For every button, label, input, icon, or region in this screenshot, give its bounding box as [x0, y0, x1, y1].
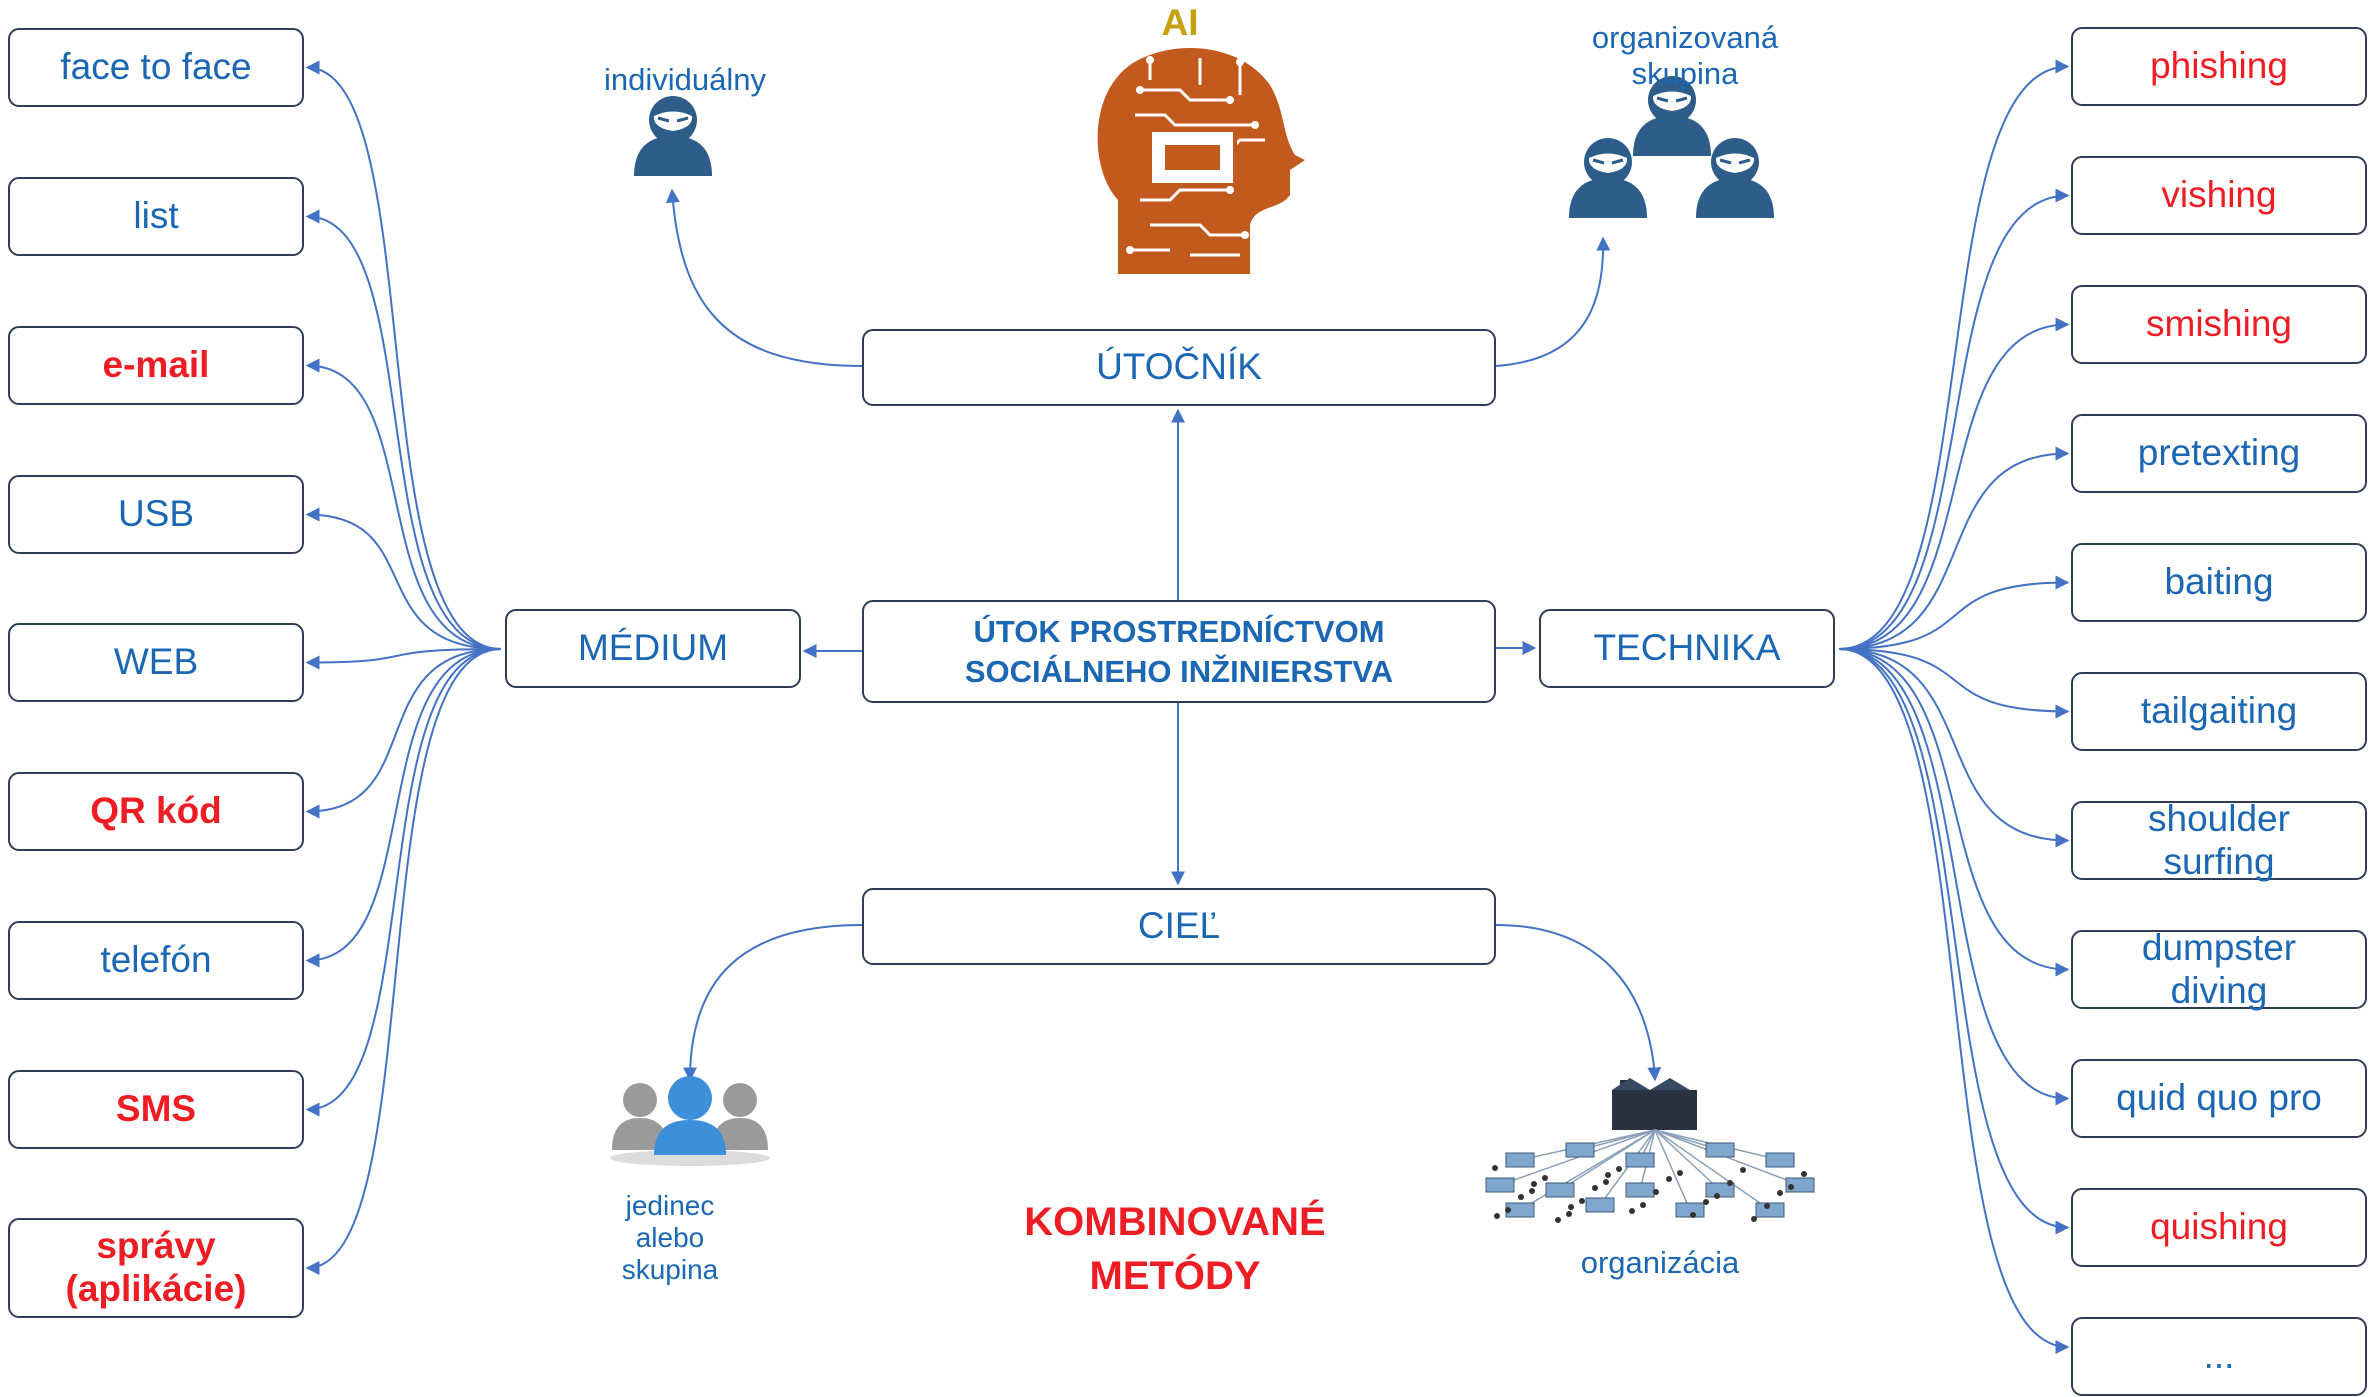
technique-item-11[interactable]: ... — [2071, 1317, 2367, 1396]
attacker-box[interactable]: ÚTOČNÍK — [862, 329, 1496, 406]
technique-item-5[interactable]: baiting — [2071, 543, 2367, 622]
technique-connector-3 — [1838, 317, 2070, 650]
target-person-label: jedinec alebo skupina — [621, 1190, 719, 1285]
medium-item-5[interactable]: WEB — [8, 623, 304, 702]
medium-connector-8 — [305, 648, 502, 1117]
target-box[interactable]: CIEĽ — [862, 888, 1496, 965]
center-box-label: ÚTOK PROSTREDNÍCTVOM SOCIÁLNEHO INŽINIER… — [964, 614, 1394, 689]
medium-item-9[interactable]: správy (aplikácie) — [8, 1218, 304, 1318]
medium-box-label: MÉDIUM — [577, 627, 729, 669]
technique-item-7-label: shoulder surfing — [2148, 797, 2290, 882]
medium-connector-4 — [305, 507, 502, 650]
medium-connector-6 — [305, 648, 502, 819]
medium-item-2[interactable]: list — [8, 177, 304, 256]
technique-connector-6 — [1838, 648, 2070, 719]
medium-connector-1 — [305, 60, 502, 650]
target-to-person-arrow — [683, 924, 863, 1082]
organization-network-icon — [1485, 1078, 1815, 1223]
technique-connector-9 — [1838, 648, 2070, 1106]
medium-item-6-label: QR kód — [90, 790, 222, 832]
medium-connector-9 — [305, 648, 502, 1275]
technique-connector-1 — [1838, 59, 2070, 650]
medium-item-7[interactable]: telefón — [8, 921, 304, 1000]
technique-item-5-label: baiting — [2164, 561, 2274, 603]
medium-item-3[interactable]: e-mail — [8, 326, 304, 405]
technique-item-10-label: quishing — [2150, 1206, 2288, 1248]
technique-item-1[interactable]: phishing — [2071, 27, 2367, 106]
technique-item-2[interactable]: vishing — [2071, 156, 2367, 235]
medium-item-5-label: WEB — [113, 641, 199, 683]
medium-item-1[interactable]: face to face — [8, 28, 304, 107]
technique-item-8-label: dumpster diving — [2141, 926, 2297, 1011]
people-group-icon — [610, 1076, 770, 1166]
technique-connector-2 — [1838, 188, 2070, 650]
combined-methods-label: KOMBINOVANÉ METÓDY — [1024, 1200, 1326, 1298]
technique-item-4[interactable]: pretexting — [2071, 414, 2367, 493]
ai-circuit-head-icon — [1097, 47, 1305, 275]
technique-item-9[interactable]: quid quo pro — [2071, 1059, 2367, 1138]
medium-item-4-label: USB — [117, 493, 195, 535]
medium-item-1-label: face to face — [60, 46, 252, 88]
medium-connector-2 — [305, 209, 502, 650]
medium-connector-7 — [305, 648, 502, 968]
attacker-individual-label: individuálny — [604, 62, 766, 97]
technique-connector-4 — [1838, 446, 2070, 650]
medium-item-4[interactable]: USB — [8, 475, 304, 554]
technique-box-label: TECHNIKA — [1593, 627, 1781, 669]
technique-item-1-label: phishing — [2150, 45, 2288, 87]
medium-connector-3 — [305, 358, 502, 650]
medium-box[interactable]: MÉDIUM — [505, 609, 801, 688]
attacker-to-individual-arrow — [665, 188, 863, 367]
technique-item-4-label: pretexting — [2137, 432, 2301, 474]
technique-item-10[interactable]: quishing — [2071, 1188, 2367, 1267]
medium-item-3-label: e-mail — [102, 344, 210, 386]
ai-label: AI — [1161, 2, 1199, 43]
technique-item-7[interactable]: shoulder surfing — [2071, 797, 2367, 882]
attacker-box-label: ÚTOČNÍK — [1096, 346, 1262, 388]
medium-item-2-label: list — [133, 195, 179, 237]
medium-item-7-label: telefón — [100, 939, 212, 981]
target-box-label: CIEĽ — [1137, 905, 1221, 947]
individual-hacker-icon — [632, 94, 714, 178]
technique-connector-8 — [1838, 648, 2070, 977]
medium-item-8-label: SMS — [115, 1088, 197, 1130]
attacker-group-label: organizovaná skupina — [1591, 20, 1779, 91]
medium-item-8[interactable]: SMS — [8, 1070, 304, 1149]
attacker-to-group-arrow — [1495, 236, 1611, 367]
technique-item-3-label: smishing — [2146, 303, 2292, 345]
technique-item-8[interactable]: dumpster diving — [2071, 926, 2367, 1011]
technique-box[interactable]: TECHNIKA — [1539, 609, 1835, 688]
technique-connector-11 — [1838, 648, 2070, 1354]
medium-item-9-label: správy (aplikácie) — [65, 1225, 247, 1309]
technique-connector-10 — [1838, 648, 2070, 1235]
target-organization-label: organizácia — [1580, 1245, 1740, 1280]
target-to-organization-arrow — [1495, 924, 1662, 1082]
center-box: ÚTOK PROSTREDNÍCTVOM SOCIÁLNEHO INŽINIER… — [862, 600, 1496, 703]
technique-item-6-label: tailgaiting — [2140, 690, 2298, 732]
technique-item-6[interactable]: tailgaiting — [2071, 672, 2367, 751]
technique-item-3[interactable]: smishing — [2071, 285, 2367, 364]
technique-item-11-label: ... — [2203, 1335, 2235, 1377]
technique-item-2-label: vishing — [2161, 174, 2277, 216]
technique-connector-5 — [1838, 575, 2070, 650]
medium-item-6[interactable]: QR kód — [8, 772, 304, 851]
medium-connector-5 — [305, 648, 502, 670]
technique-item-9-label: quid quo pro — [2116, 1077, 2322, 1119]
technique-connector-7 — [1838, 648, 2070, 848]
